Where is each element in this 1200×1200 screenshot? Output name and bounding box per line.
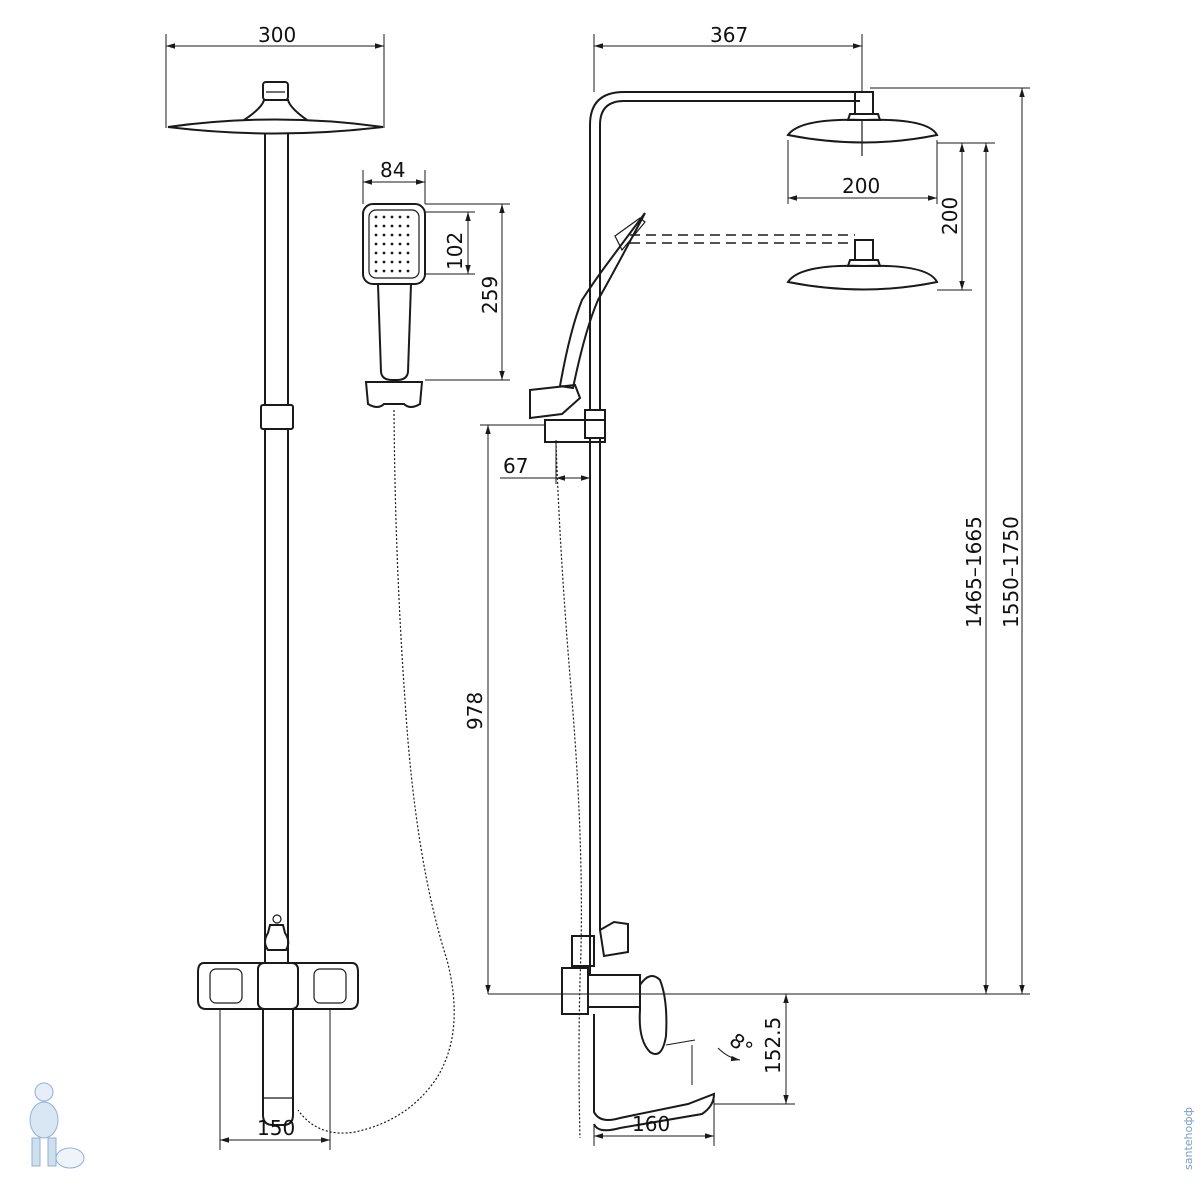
dim-height-min-max: 1465–1665 <box>962 516 986 628</box>
shower-rail-front <box>260 133 294 963</box>
hand-shower-front <box>362 203 426 408</box>
watermark-logo <box>29 1082 85 1169</box>
hose-side <box>555 441 582 1139</box>
dim-centers: 150 <box>257 1116 295 1140</box>
dim-head-diameter: 200 <box>842 174 880 198</box>
dim-head-width: 300 <box>258 23 296 47</box>
dim-spout-height: 152.5 <box>761 1017 785 1074</box>
hose-front <box>297 409 455 1134</box>
dim-handshower-face: 102 <box>443 232 467 270</box>
dim-spout-reach: 160 <box>632 1112 670 1136</box>
dim-head-drop: 200 <box>938 197 962 235</box>
hand-shower-side <box>529 212 646 443</box>
watermark-text: santehoфф <box>1182 1107 1195 1170</box>
shower-arm-side <box>589 91 870 410</box>
mixer-front <box>197 962 359 1126</box>
side-view <box>529 91 939 1139</box>
dimension-lines <box>165 34 1030 1150</box>
mixer-side <box>561 920 716 1132</box>
dim-angle: 8° <box>725 1028 758 1061</box>
dim-overall-height: 1550–1750 <box>999 516 1023 628</box>
dim-handshower-width: 84 <box>380 158 405 182</box>
overhead-shower-front <box>167 81 384 135</box>
overhead-shower-side-upper <box>786 91 939 156</box>
dim-handshower-length: 259 <box>478 276 502 314</box>
front-view <box>167 81 455 1134</box>
dim-holder-offset: 67 <box>503 454 528 478</box>
dim-arm-reach: 367 <box>710 23 748 47</box>
dim-mixer-height: 978 <box>463 692 487 730</box>
overhead-shower-side-lower <box>630 234 939 291</box>
